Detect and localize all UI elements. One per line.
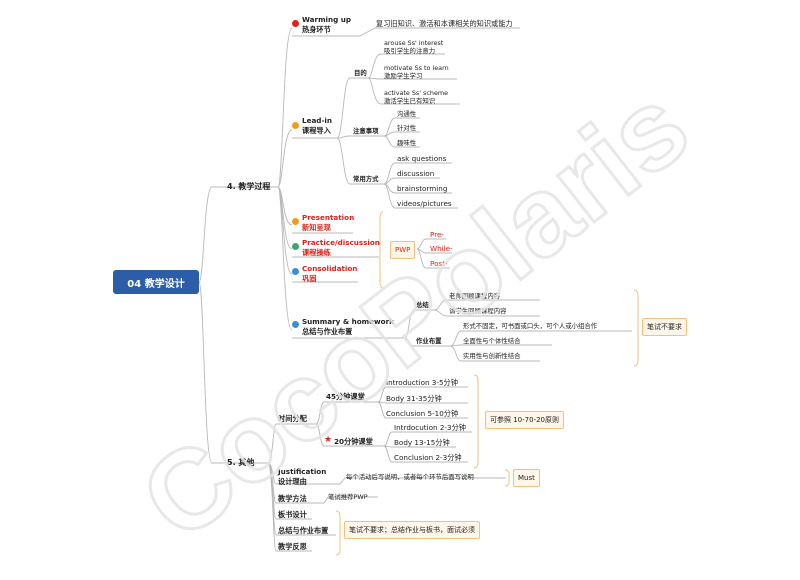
method-item-2[interactable]: discussion (397, 169, 435, 178)
teaching-method-label[interactable]: 教学方法 (278, 494, 307, 503)
homework-item-2[interactable]: 全面性与个体性结合 (463, 337, 521, 345)
summary-note-box[interactable]: 笔试不要求 (642, 318, 687, 336)
class-45-label[interactable]: 45分钟课堂 (326, 392, 365, 401)
methods-label[interactable]: 常用方式 (353, 175, 379, 183)
number-5-icon (292, 268, 299, 275)
homework-item-3[interactable]: 实用性与创新性结合 (463, 352, 521, 360)
summary-sum-label[interactable]: 总结 (416, 301, 429, 309)
consolidation-en[interactable]: Consolidation (302, 264, 358, 273)
summary-en[interactable]: Summary & homework (302, 317, 394, 326)
summary-sum-item-2[interactable]: 请学生回顾课程内容 (449, 307, 507, 315)
practice-en[interactable]: Practice/discussion (302, 238, 380, 247)
star-icon: ★ (324, 435, 333, 445)
mindmap-connectors (198, 27, 639, 556)
pwp-while[interactable]: While- (430, 244, 453, 253)
presentation-en[interactable]: Presentation (302, 213, 355, 222)
number-6-icon (292, 321, 299, 328)
warming-up-desc[interactable]: 复习旧知识、激活和本课相关的知识或能力 (376, 19, 513, 28)
presentation-cn: 新知呈现 (302, 223, 331, 232)
lead-in-cn: 课程导入 (302, 126, 331, 135)
section-4-label[interactable]: 4. 教学过程 (227, 182, 271, 191)
section-5-label[interactable]: 5. 其他 (227, 458, 255, 467)
practice-cn: 课程操练 (302, 248, 331, 257)
m20-item-2[interactable]: Body 13-15分钟 (394, 438, 450, 447)
m45-item-3[interactable]: Conclusion 5-10分钟 (386, 409, 459, 418)
homework-item-1[interactable]: 形式不固定，可书面或口头，可个人或小组合作 (463, 322, 598, 330)
root-node[interactable]: 04 教学设计 (113, 270, 199, 294)
number-1-icon (292, 20, 299, 27)
homework-label[interactable]: 作业布置 (416, 337, 442, 345)
m45-item-1[interactable]: Introduction 3-5分钟 (386, 378, 458, 387)
pwp-post[interactable]: Post- (430, 259, 448, 268)
justification-cn: 设计理由 (278, 477, 307, 486)
purpose-item-3-en[interactable]: activate Ss' scheme (384, 89, 449, 97)
summary-cn: 总结与作业布置 (302, 327, 353, 336)
notes-label[interactable]: 注意事项 (353, 127, 379, 135)
time-note-box[interactable]: 可参照 10-70-20原则 (485, 411, 564, 429)
purpose-item-2-cn: 激励学生学习 (384, 72, 423, 80)
summary-homework-label[interactable]: 总结与作业布置 (278, 526, 329, 535)
board-design-label[interactable]: 板书设计 (278, 510, 307, 519)
method-item-3[interactable]: brainstorming (397, 184, 448, 193)
notes-item-3[interactable]: 趣味性 (397, 139, 417, 147)
warming-up-cn: 热身环节 (302, 25, 331, 34)
m20-item-1[interactable]: Intrdocution 2-3分钟 (394, 423, 466, 432)
number-4-icon (292, 243, 299, 250)
purpose-item-1-en[interactable]: arouse Ss' interest (384, 39, 444, 47)
purpose-item-3-cn: 激活学生已有知识 (384, 97, 436, 105)
method-item-1[interactable]: ask questions (397, 154, 447, 163)
m20-item-3[interactable]: Conclusion 2-3分钟 (394, 453, 462, 462)
justification-desc[interactable]: 每个活动后写说明，或者每个环节后面写说明 (346, 473, 474, 481)
time-allocation-label[interactable]: 时间分配 (278, 414, 307, 423)
justification-en[interactable]: Justification (278, 467, 327, 476)
consolidation-cn: 巩固 (302, 274, 317, 283)
purpose-item-2-en[interactable]: motivate Ss to learn (384, 64, 449, 72)
teaching-reflection-label[interactable]: 教学反思 (278, 542, 307, 551)
m45-item-2[interactable]: Body 31-35分钟 (386, 394, 442, 403)
justification-note-box[interactable]: Must (513, 469, 540, 487)
method-item-4[interactable]: videos/pictures (397, 199, 452, 208)
notes-item-2[interactable]: 针对性 (397, 124, 417, 132)
summary-sum-item-1[interactable]: 老师回顾课程内容 (449, 292, 501, 300)
teaching-method-desc[interactable]: 笔试推荐PWP (328, 493, 368, 501)
number-2-icon (292, 122, 299, 129)
pwp-label: PWP (395, 246, 411, 254)
pwp-box[interactable]: PWP (390, 241, 416, 259)
grouped-note-box[interactable]: 笔试不要求；总结作业与板书，面试必须 (344, 521, 480, 539)
warming-up-en[interactable]: Warming up (302, 15, 352, 24)
notes-item-1[interactable]: 沟通性 (397, 110, 417, 118)
pwp-pre[interactable]: Pre- (430, 230, 445, 239)
lead-in-en[interactable]: Lead-in (302, 116, 333, 125)
class-20-label[interactable]: 20分钟课堂 (334, 437, 373, 446)
purpose-item-1-cn: 吸引学生的注意力 (384, 47, 436, 55)
purpose-label[interactable]: 目的 (354, 69, 367, 77)
number-3-icon (292, 218, 299, 225)
